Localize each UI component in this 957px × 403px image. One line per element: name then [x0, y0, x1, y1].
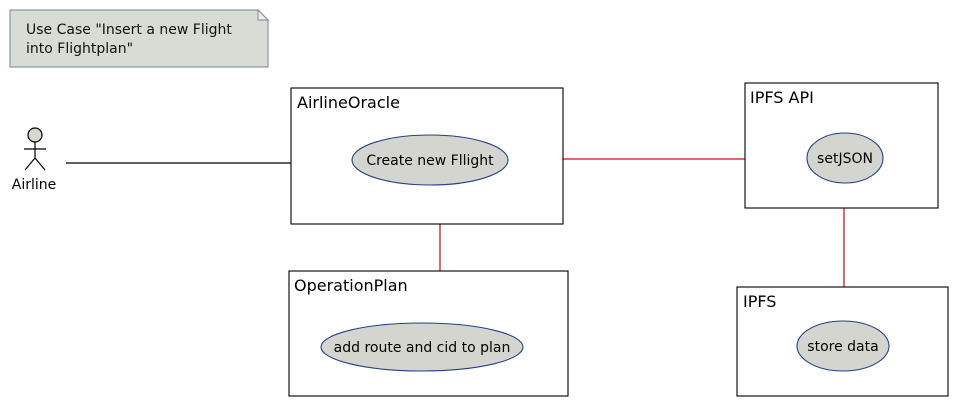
usecase-label-set-json: setJSON [817, 151, 873, 167]
title-note: Use Case "Insert a new Flight into Fligh… [9, 8, 270, 68]
usecase-set-json[interactable]: setJSON [806, 132, 884, 184]
box-title-operation-plan: OperationPlan [294, 276, 408, 295]
usecase-create-flight[interactable]: Create new Fllight [351, 134, 509, 186]
usecase-add-route[interactable]: add route and cid to plan [320, 322, 524, 372]
usecase-label-store-data: store data [807, 339, 878, 355]
actor-label: Airline [12, 177, 57, 193]
note-line-1: Use Case "Insert a new Flight [26, 22, 232, 38]
box-title-airline-oracle: AirlineOracle [297, 93, 400, 112]
usecase-store-data[interactable]: store data [796, 320, 890, 372]
usecase-label-create-flight: Create new Fllight [366, 153, 494, 169]
box-title-ipfs-api: IPFS API [750, 88, 814, 107]
note-line-2: into Flightplan" [26, 41, 133, 57]
actor-airline[interactable]: Airline [12, 127, 57, 193]
box-title-ipfs: IPFS [743, 292, 776, 311]
actor-head [27, 127, 43, 143]
usecase-label-add-route: add route and cid to plan [334, 340, 511, 356]
box-airline-oracle[interactable]: AirlineOracle [290, 87, 564, 225]
